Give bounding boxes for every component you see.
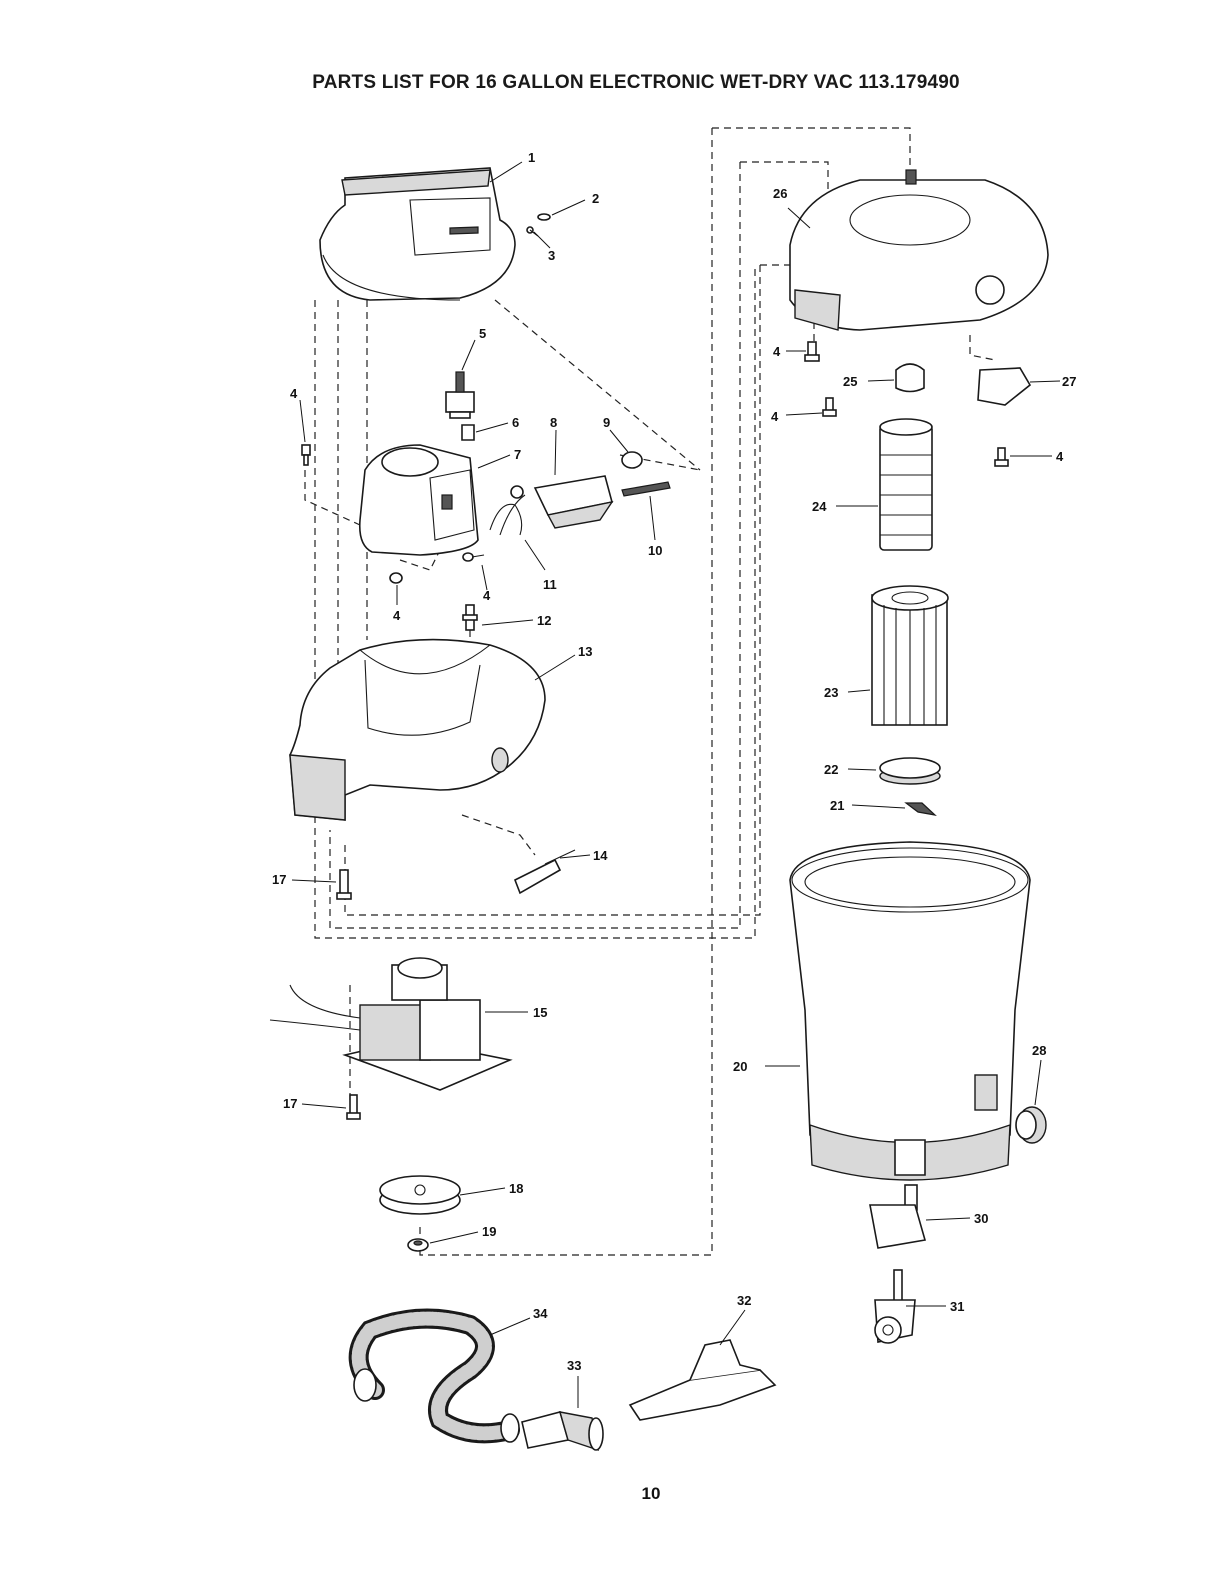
callout-25: 25 xyxy=(843,374,857,389)
part-caster-mount xyxy=(869,1184,927,1249)
callout-11: 11 xyxy=(543,577,557,592)
part-fan xyxy=(379,1175,461,1215)
part-screw-4-left xyxy=(301,444,311,466)
part-screw-3 xyxy=(526,226,539,237)
callout-10: 10 xyxy=(648,543,662,558)
page-title: PARTS LIST FOR 16 GALLON ELECTRONIC WET-… xyxy=(312,72,960,93)
callout-4-lower-b: 4 xyxy=(483,588,491,603)
part-motor-base xyxy=(289,638,546,821)
part-knob xyxy=(621,451,643,469)
part-filter-cage xyxy=(879,418,933,551)
callout-4-lid-c: 4 xyxy=(1056,449,1064,464)
part-electronic-control xyxy=(533,475,614,529)
callout-33: 33 xyxy=(567,1358,581,1373)
part-motor-cover xyxy=(319,167,516,301)
part-float-clip xyxy=(904,802,937,816)
callout-22: 22 xyxy=(824,762,838,777)
callout-3: 3 xyxy=(548,248,555,263)
callout-8: 8 xyxy=(550,415,557,430)
part-bolt-17-upper xyxy=(336,869,352,900)
callout-1: 1 xyxy=(528,150,535,165)
callout-32: 32 xyxy=(737,1293,751,1308)
callout-9: 9 xyxy=(603,415,610,430)
callout-7: 7 xyxy=(514,447,521,462)
part-clip xyxy=(537,213,551,221)
callout-23: 23 xyxy=(824,685,838,700)
callout-14: 14 xyxy=(593,848,608,863)
part-screw-4-lid-a xyxy=(804,341,820,362)
callout-15: 15 xyxy=(533,1005,547,1020)
callout-17-lower: 17 xyxy=(283,1096,297,1111)
callout-31: 31 xyxy=(950,1299,964,1314)
callout-34: 34 xyxy=(533,1306,548,1321)
part-switch-clip xyxy=(461,424,475,441)
callout-4-lid-a: 4 xyxy=(773,344,781,359)
callout-4-left: 4 xyxy=(290,386,298,401)
callout-26: 26 xyxy=(773,186,787,201)
callout-13: 13 xyxy=(578,644,592,659)
part-pleated-filter xyxy=(871,585,949,726)
part-bolt-17-lower xyxy=(346,1094,361,1120)
part-stud xyxy=(462,604,478,631)
callout-28: 28 xyxy=(1032,1043,1046,1058)
part-motor xyxy=(269,957,513,1091)
callout-24: 24 xyxy=(812,499,827,514)
part-latch xyxy=(513,849,576,895)
part-wiring-harness xyxy=(489,485,526,536)
part-motor-housing xyxy=(358,444,479,556)
leader-lines xyxy=(291,161,1061,1408)
part-tank xyxy=(789,841,1031,1181)
part-screw-4-lid-b xyxy=(822,397,837,417)
callout-19: 19 xyxy=(482,1224,496,1239)
callout-21: 21 xyxy=(830,798,844,813)
callout-12: 12 xyxy=(537,613,551,628)
part-lid xyxy=(789,169,1049,331)
callout-5: 5 xyxy=(479,326,486,341)
part-floor-nozzle xyxy=(628,1339,777,1421)
part-deflector xyxy=(977,367,1032,406)
part-caster xyxy=(874,1269,916,1344)
part-screw-4-lower-b xyxy=(462,552,485,562)
part-float-cap xyxy=(895,363,925,393)
part-nut xyxy=(407,1238,429,1252)
callout-30: 30 xyxy=(974,1211,988,1226)
callout-6: 6 xyxy=(512,415,519,430)
callout-4-lower-a: 4 xyxy=(393,608,401,623)
callout-17-upper: 17 xyxy=(272,872,286,887)
callout-4-lid-b: 4 xyxy=(771,409,779,424)
callout-2: 2 xyxy=(592,191,599,206)
callout-18: 18 xyxy=(509,1181,523,1196)
part-hose-connector xyxy=(521,1411,604,1452)
part-float xyxy=(879,757,941,785)
callout-20: 20 xyxy=(733,1059,747,1074)
part-switch xyxy=(445,371,475,419)
part-drain-cap xyxy=(1015,1106,1047,1144)
part-screw-4-lid-c xyxy=(994,447,1009,467)
part-bar xyxy=(621,481,671,497)
page-number: 10 xyxy=(641,1484,661,1503)
callout-labels: 1 2 3 5 4 6 7 8 9 10 11 4 4 12 13 14 17 … xyxy=(272,150,1076,1373)
part-screw-4-lower-a xyxy=(389,572,403,584)
part-hose xyxy=(348,1308,520,1444)
callout-27: 27 xyxy=(1062,374,1076,389)
